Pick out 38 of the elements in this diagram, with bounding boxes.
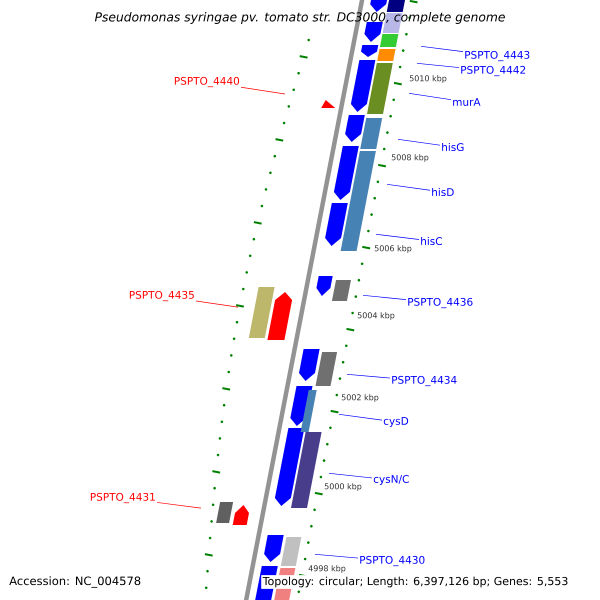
leader-line	[416, 62, 460, 68]
leader-line	[386, 184, 430, 191]
gene-label: PSPTO_4434	[392, 376, 457, 386]
leader-line	[362, 294, 406, 300]
leader-line	[420, 46, 464, 52]
gene-label: PSPTO_4431	[90, 492, 155, 504]
leader-line	[338, 414, 382, 420]
gene-label: PSPTO_4430	[360, 556, 424, 566]
gene-label: PSPTO_4442	[461, 66, 526, 76]
gene-label: PSPTO_4435	[130, 290, 194, 302]
leader-line	[196, 300, 238, 308]
leader-line	[240, 86, 286, 94]
gene-label: hisG	[442, 142, 464, 152]
leader-line	[156, 502, 202, 508]
leader-line	[346, 374, 390, 378]
gene-label: murA	[453, 98, 480, 106]
genome-summary-text: Topology: circular; Length: 6,397,126 bp; Genes: 5,553	[261, 575, 570, 589]
gene-label: cysN/C	[374, 475, 409, 485]
scale-label: 5002 kbp	[340, 394, 380, 402]
leader-line	[328, 472, 372, 478]
gene-label: PSPTO_4443	[465, 50, 530, 62]
scale-label: 4998 kbp	[308, 564, 346, 574]
title: Pseudomonas syringae pv. tomato str. DC3000, complete genome	[94, 12, 505, 24]
scale-label: 5000 kbp	[324, 482, 362, 492]
accession-text: Accession: NC_004578	[9, 576, 140, 588]
gene-label: hisC	[421, 236, 442, 246]
leader-line	[398, 138, 440, 146]
leader-line	[376, 234, 420, 240]
gene-label: hisD	[432, 188, 454, 196]
scale-label: 5004 kbp	[356, 312, 396, 320]
scale-label: 5008 kbp	[390, 154, 430, 162]
gene-label: cysD	[384, 417, 408, 427]
scale-label: 5006 kbp	[374, 244, 412, 254]
scale-label: 5010 kbp	[408, 74, 448, 84]
leader-line	[314, 554, 358, 558]
gene-label: PSPTO_4436	[408, 298, 472, 308]
leader-line	[408, 92, 452, 100]
gene-label: PSPTO_4440	[174, 76, 240, 88]
